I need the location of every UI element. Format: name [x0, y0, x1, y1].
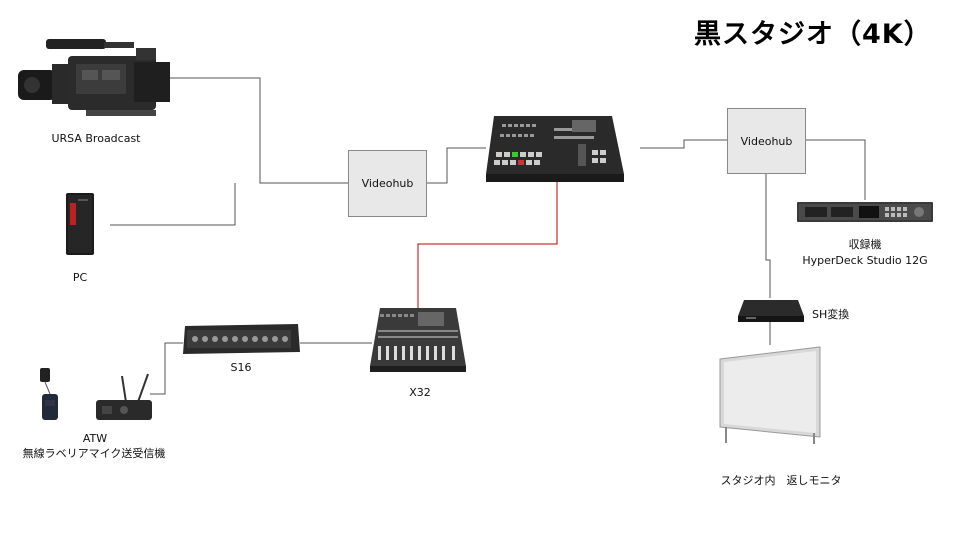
ursa-camera-icon: [16, 36, 176, 118]
wire-videohub-atem: [427, 147, 486, 184]
wire-s16-atw: [150, 342, 183, 395]
s16-label: S16: [230, 361, 252, 374]
wire-atem-videohub-right: [640, 139, 727, 149]
videohub-left-label: Videohub: [361, 177, 414, 190]
studio-monitor-icon: [716, 345, 824, 445]
atem-switcher-icon: [484, 114, 626, 182]
x32-mixer-icon: [370, 306, 466, 372]
atw-mic-icon: [28, 366, 152, 426]
wire-videohub-hyperdeck: [806, 139, 866, 200]
hyperdeck-label-line1: 収録機: [848, 238, 882, 251]
hyperdeck-label-line2: HyperDeck Studio 12G: [802, 254, 928, 267]
videohub-left-box: Videohub: [348, 150, 427, 217]
videohub-right-label: Videohub: [740, 134, 793, 148]
pc-tower-icon: [66, 193, 94, 255]
diagram-title: 黒スタジオ（4K）: [694, 19, 932, 50]
pc-label: PC: [72, 271, 88, 284]
x32-label: X32: [409, 386, 431, 399]
videohub-right-box: Videohub: [727, 108, 806, 174]
wire-ursa-videohub: [170, 77, 348, 184]
ursa-label: URSA Broadcast: [51, 132, 141, 145]
monitor-label: スタジオ内 返しモニタ: [720, 474, 842, 487]
sh-converter-icon: [738, 298, 804, 322]
wire-videohub-sh: [765, 174, 771, 298]
atw-label-line2: 無線ラベリアマイク送受信機: [22, 447, 166, 460]
atw-label-line1: ATW: [82, 432, 108, 445]
wire-atem-x32-audio: [417, 180, 558, 310]
sh-label: SH変換: [812, 308, 850, 321]
wire-pc-videohub: [110, 183, 236, 226]
hyperdeck-icon: [797, 200, 933, 224]
s16-stagebox-icon: [183, 320, 300, 358]
